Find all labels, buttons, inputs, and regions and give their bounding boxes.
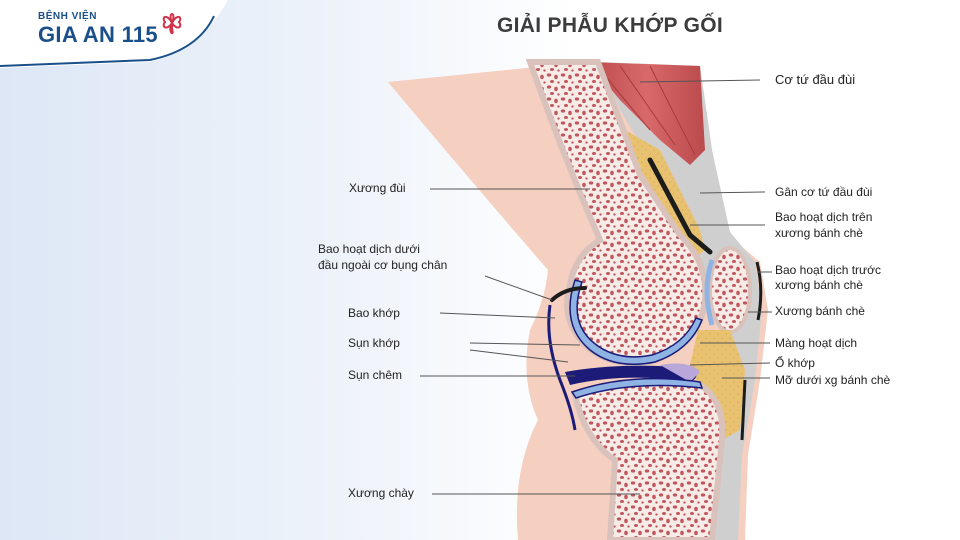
label-mang-hoat-dich: Màng hoạt dịch <box>775 336 858 350</box>
prepatellar-bursa <box>755 261 763 321</box>
infrapatellar-fat <box>690 330 745 440</box>
label-sun-khop: Sụn khớp <box>348 336 400 350</box>
label-bao-hoat-dich-tren-1: Bao hoạt dịch trên <box>775 210 873 224</box>
joint-capsule <box>547 304 577 431</box>
page-title: GIẢI PHẪU KHỚP GỐI <box>497 14 723 37</box>
label-sun-chem: Sụn chêm <box>348 368 403 382</box>
label-bao-hoat-dich-duoi-2: đầu ngoài cơ bụng chân <box>318 258 448 272</box>
right-leader-lines <box>639 79 772 379</box>
label-bao-hoat-dich-truoc-2: xương bánh chè <box>775 278 863 292</box>
left-leader-lines <box>420 188 640 495</box>
patella <box>708 246 752 334</box>
quadriceps-muscle <box>588 62 705 165</box>
label-bao-hoat-dich-tren-2: xương bánh chè <box>775 226 863 240</box>
synovial-bursa-upper <box>647 157 713 255</box>
logo-top-text: BỆNH VIỆN <box>38 11 97 22</box>
knee-anatomy-diagram <box>388 59 772 540</box>
label-gan-co-tu-dau-dui: Gân cơ tứ đầu đùi <box>775 185 873 199</box>
label-bao-hoat-dich-truoc-1: Bao hoạt dịch trước <box>775 263 881 277</box>
label-mo-duoi: Mỡ dưới xg bánh chè <box>775 373 891 387</box>
logo-main-text: GIA AN 115 <box>38 22 158 47</box>
label-bao-hoat-dich-duoi-1: Bao hoạt dịch dưới <box>318 242 420 256</box>
flower-logo-icon <box>162 13 182 35</box>
meniscus <box>565 365 697 385</box>
hospital-logo[interactable]: BỆNH VIỆN GIA AN 115 <box>0 0 230 70</box>
label-xuong-banh-che: Xương bánh chè <box>775 304 865 318</box>
tibia-cartilage <box>570 377 704 399</box>
label-co-tu-dau-dui: Cơ tứ đầu đùi <box>775 72 856 87</box>
gastrocnemius-bursa <box>550 286 587 302</box>
label-bao-khop: Bao khớp <box>348 306 400 320</box>
label-o-khop: Ổ khớp <box>775 356 815 370</box>
label-xuong-dui: Xương đùi <box>349 181 406 195</box>
femur-cartilage <box>569 279 703 365</box>
label-xuong-chay: Xương chày <box>348 486 414 500</box>
